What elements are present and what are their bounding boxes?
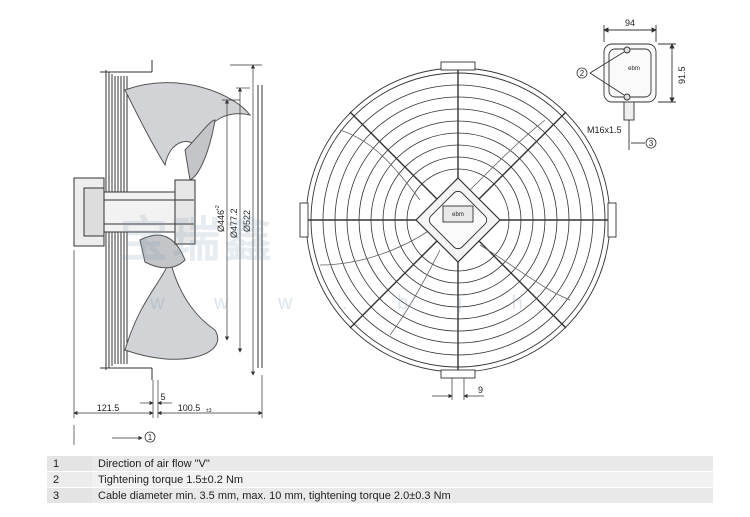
note-text: Direction of air flow "V": [92, 456, 713, 472]
note-number: 2: [47, 471, 92, 488]
dim-grid-9: 9: [478, 385, 483, 395]
terminal-box-detail: [589, 25, 676, 150]
fan-technical-drawing: 121.5 5 100.5 ±3 Ø446 +2 Ø477.2 Ø522 1: [73, 18, 687, 445]
front-blades: [319, 119, 571, 336]
watermark-logo: 宝瑞鑫: [120, 214, 277, 267]
note-row: 1 Direction of air flow "V": [47, 456, 713, 472]
note-text: Cable diameter min. 3.5 mm, max. 10 mm, …: [92, 487, 713, 504]
dim-width-94: 94: [625, 18, 635, 28]
note-number: 1: [47, 456, 92, 472]
dim-height-91: 91.5: [677, 66, 687, 84]
svg-text:3: 3: [649, 139, 654, 148]
dim-depth-121: 121.5: [97, 403, 120, 413]
dim-dia-477: Ø477.2: [229, 208, 239, 238]
callout-1: 1: [144, 431, 156, 443]
callout-2: 2: [576, 67, 588, 79]
note-text: Tightening torque 1.5±0.2 Nm: [92, 471, 713, 488]
dim-dia-446-tolerance: +2: [215, 205, 221, 211]
side-blades: [124, 82, 252, 360]
front-brand-label: ebm: [452, 212, 464, 218]
side-view: [73, 60, 263, 380]
watermark-url: w w w . b j h: [150, 292, 545, 314]
side-dimensions: [73, 64, 263, 445]
dim-dia-446: Ø446: [216, 210, 226, 232]
note-number: 3: [47, 487, 92, 504]
svg-text:2: 2: [580, 69, 585, 78]
note-row: 2 Tightening torque 1.5±0.2 Nm: [47, 471, 713, 488]
dim-depth-100: 100.5: [178, 403, 201, 413]
dim-depth-100-tolerance: ±3: [206, 408, 212, 414]
svg-text:1: 1: [148, 433, 153, 442]
terminal-brand-label: ebm: [628, 66, 640, 72]
front-view: [299, 61, 617, 379]
dim-depth-5: 5: [160, 392, 165, 402]
notes-table: 1 Direction of air flow "V" 2 Tightening…: [47, 456, 713, 504]
note-row: 3 Cable diameter min. 3.5 mm, max. 10 mm…: [47, 487, 713, 504]
dim-thread: M16x1.5: [587, 125, 622, 135]
callout-3: 3: [645, 137, 657, 149]
side-motor: [73, 177, 196, 247]
dim-dia-522: Ø522: [242, 210, 252, 232]
front-dimensions: [432, 378, 484, 400]
